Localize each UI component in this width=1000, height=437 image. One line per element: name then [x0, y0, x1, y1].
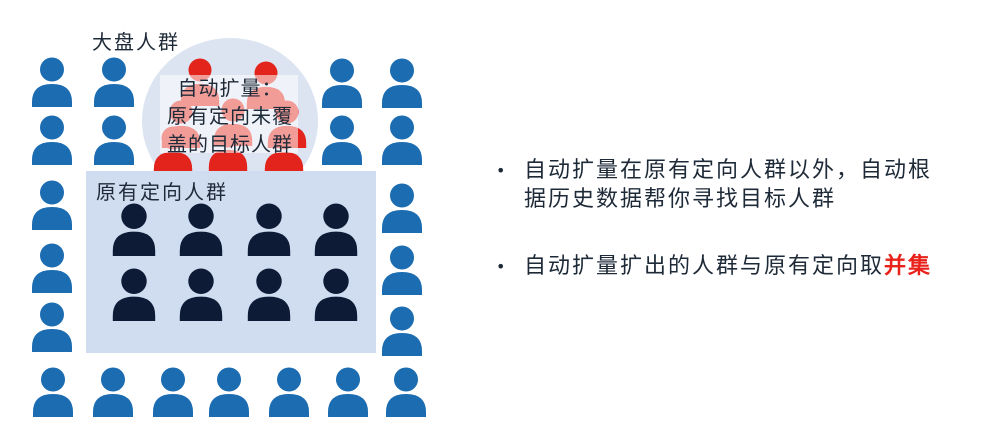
person-icon: [32, 57, 72, 107]
person-icon: [247, 268, 291, 321]
person-icon: [179, 268, 223, 321]
person-icon: [32, 115, 72, 165]
bullet-marker: •: [496, 257, 508, 276]
person-icon: [322, 58, 362, 108]
overall-audience-label: 大盘人群: [92, 30, 180, 54]
expansion-label-backdrop: [160, 75, 298, 153]
list-item: • 自动扩量在原有定向人群以外，自动根据历史数据帮你寻找目标人群: [496, 156, 948, 214]
expansion-label-line: 盖的目标人群: [167, 132, 293, 156]
person-icon: [32, 243, 72, 293]
note-text: 自动扩量在原有定向人群以外，自动根据历史数据帮你寻找目标人群: [524, 158, 933, 212]
bullet-marker: •: [496, 161, 508, 180]
person-icon: [382, 115, 422, 165]
person-icon: [382, 306, 422, 356]
person-icon: [328, 367, 368, 417]
person-icon: [269, 367, 309, 417]
person-icon: [382, 58, 422, 108]
expansion-label: 自动扩量： 原有定向未覆 盖的目标人群: [142, 74, 318, 158]
person-icon: [112, 203, 156, 256]
person-icon: [322, 115, 362, 165]
person-icon: [33, 367, 73, 417]
original-audience-box: 原有定向人群: [86, 171, 376, 353]
person-icon: [94, 115, 134, 165]
highlight-text: 并集: [884, 254, 933, 279]
person-icon: [382, 245, 422, 295]
person-icon: [32, 180, 72, 230]
notes-list: • 自动扩量在原有定向人群以外，自动根据历史数据帮你寻找目标人群 • 自动扩量扩…: [496, 156, 948, 281]
person-icon: [247, 203, 291, 256]
list-item: • 自动扩量扩出的人群与原有定向取并集: [496, 252, 948, 281]
person-icon: [209, 367, 249, 417]
audience-diagram: 大盘人群 自动扩量： 原有定向未覆 盖的目标人群 原有定向人群: [0, 0, 465, 437]
person-icon: [93, 367, 133, 417]
expansion-label-line: 原有定向未覆: [167, 104, 293, 128]
person-icon: [382, 183, 422, 233]
expansion-label-line: 自动扩量：: [177, 76, 283, 100]
person-icon: [153, 367, 193, 417]
person-icon: [386, 367, 426, 417]
person-icon: [112, 268, 156, 321]
person-icon: [32, 302, 72, 352]
note-text: 自动扩量扩出的人群与原有定向取并集: [524, 254, 933, 279]
person-icon: [179, 203, 223, 256]
original-audience-label: 原有定向人群: [96, 180, 228, 204]
person-icon: [314, 203, 358, 256]
person-icon: [94, 57, 134, 107]
person-icon: [314, 268, 358, 321]
